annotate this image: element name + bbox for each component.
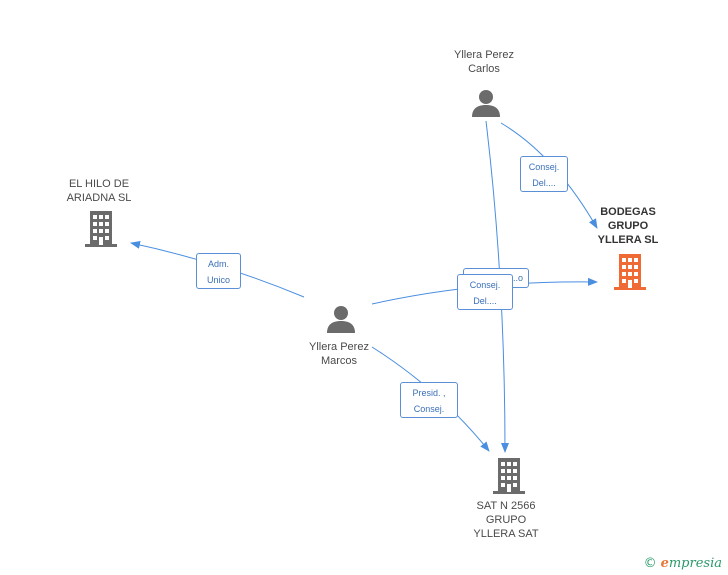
person-icon[interactable] [326, 304, 356, 334]
edge-label-consej-del-marcos[interactable]: Consej. Del.... [457, 274, 513, 310]
building-icon[interactable] [84, 211, 118, 247]
edge-label-adm-unico[interactable]: Adm. Unico [196, 253, 241, 289]
brand-initial: e [660, 556, 669, 571]
building-icon[interactable] [492, 458, 526, 494]
person-icon[interactable] [471, 88, 501, 118]
node-label-hilo: EL HILO DE ARIADNA SL [66, 178, 132, 204]
node-label-marcos: Yllera Perez Marcos [309, 341, 369, 367]
copyright-icon: © [643, 556, 657, 571]
empresia-watermark: ©empresia [644, 556, 722, 571]
edge-label-consej-del-carlos[interactable]: Consej. Del.... [520, 156, 568, 192]
brand-name: mpresia [668, 556, 722, 571]
node-label-bodegas: BODEGAS GRUPO YLLERA SL [597, 206, 659, 246]
node-label-carlos: Yllera Perez Carlos [454, 49, 514, 75]
edge-label-presid-consej[interactable]: Presid. , Consej. [400, 382, 458, 418]
building-icon[interactable] [613, 254, 647, 290]
node-label-sat: SAT N 2566 GRUPO YLLERA SAT [473, 500, 539, 540]
